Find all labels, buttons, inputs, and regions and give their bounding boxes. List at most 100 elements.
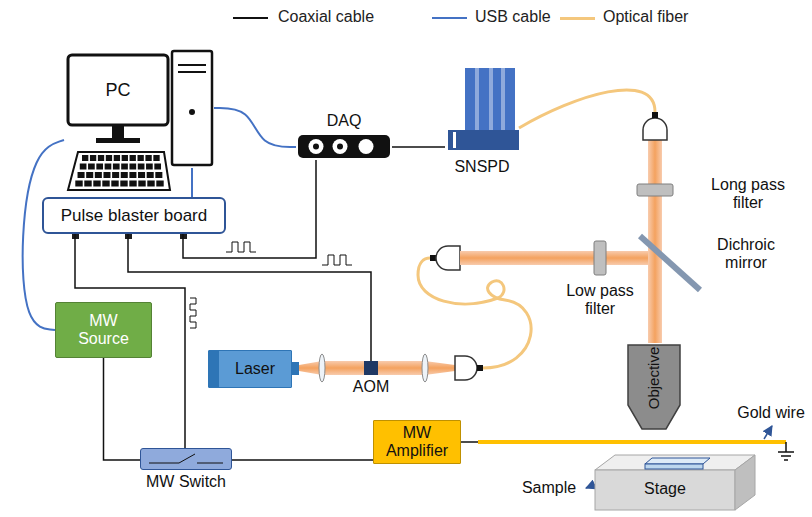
key bbox=[88, 164, 95, 170]
key bbox=[121, 172, 128, 178]
laser-beam bbox=[319, 354, 325, 382]
pulse-icon bbox=[190, 242, 352, 328]
stage-box: Stage bbox=[590, 452, 760, 514]
monitor bbox=[68, 55, 168, 125]
laser-cap bbox=[209, 351, 219, 387]
switch-unit: MW Switch bbox=[140, 448, 232, 494]
switch-symbol bbox=[141, 449, 231, 469]
key bbox=[80, 164, 87, 170]
daq-unit: DAQ bbox=[296, 110, 392, 160]
daq-port bbox=[337, 144, 343, 150]
coaxial-cable bbox=[104, 358, 141, 460]
key bbox=[75, 181, 82, 187]
switch-box bbox=[140, 448, 232, 470]
daq-port bbox=[333, 139, 348, 154]
key bbox=[154, 164, 161, 170]
key bbox=[146, 164, 153, 170]
coaxial-cable bbox=[232, 459, 373, 461]
sample bbox=[645, 464, 703, 469]
node-label: Objective bbox=[645, 347, 662, 410]
drive-slot bbox=[178, 64, 206, 66]
key bbox=[102, 181, 109, 187]
ground-symbol bbox=[778, 451, 794, 453]
node-label: DAQ bbox=[296, 112, 392, 130]
key bbox=[153, 155, 159, 161]
switch-blade bbox=[179, 454, 195, 463]
drive-slot bbox=[178, 71, 206, 73]
laser-beam bbox=[422, 354, 428, 382]
dichroic-mirror bbox=[640, 236, 700, 290]
laser-beam bbox=[292, 354, 455, 382]
cryostat-stripe bbox=[501, 68, 505, 130]
beam bbox=[648, 140, 662, 258]
node-label: Laser bbox=[235, 360, 275, 378]
detector-base bbox=[448, 130, 519, 150]
key bbox=[98, 155, 104, 161]
coaxial-cable bbox=[128, 234, 371, 361]
usb-cable bbox=[214, 108, 296, 147]
coaxial-cable bbox=[392, 146, 445, 148]
daq-port bbox=[359, 139, 374, 154]
laser-box: Laser bbox=[208, 350, 292, 388]
cryostat bbox=[465, 68, 515, 130]
pulse-icon bbox=[322, 255, 352, 265]
computer: PC bbox=[64, 50, 214, 168]
cryostat-stripe bbox=[475, 68, 479, 130]
key bbox=[86, 172, 93, 178]
pulse-icon bbox=[190, 298, 196, 328]
collimator bbox=[430, 255, 436, 261]
key bbox=[147, 172, 154, 178]
key bbox=[103, 172, 110, 178]
ground-symbol bbox=[784, 459, 788, 461]
key bbox=[106, 155, 112, 161]
key bbox=[84, 181, 91, 187]
daq-port bbox=[313, 144, 319, 150]
node-label: Pulse blaster board bbox=[61, 206, 207, 226]
legend-line-sample bbox=[233, 17, 268, 19]
key bbox=[105, 164, 112, 170]
daq-port bbox=[363, 144, 369, 150]
key bbox=[78, 172, 85, 178]
node-label: SNSPD bbox=[435, 158, 529, 176]
monitor-stand bbox=[96, 138, 140, 143]
key bbox=[122, 155, 128, 161]
node-label: MW Amplifier bbox=[379, 424, 455, 461]
node-label: Stage bbox=[595, 480, 735, 498]
key bbox=[111, 181, 118, 187]
collimator bbox=[652, 112, 658, 118]
legend-label: Optical fiber bbox=[603, 8, 688, 26]
key bbox=[137, 155, 143, 161]
aom-unit: AOM bbox=[358, 361, 384, 397]
process-box: Pulse blaster board bbox=[42, 197, 226, 234]
key bbox=[129, 181, 136, 187]
key bbox=[121, 164, 128, 170]
key bbox=[93, 181, 100, 187]
node-label: MW Source bbox=[69, 312, 139, 349]
key bbox=[90, 155, 96, 161]
keyboard bbox=[68, 152, 170, 190]
fiber-coupler bbox=[477, 365, 483, 371]
pulse-icon bbox=[226, 242, 256, 252]
key bbox=[95, 172, 102, 178]
leader-arrow bbox=[764, 426, 772, 439]
long-pass-filter bbox=[637, 184, 673, 196]
key bbox=[113, 164, 120, 170]
component-label: Low pass filter bbox=[562, 282, 638, 319]
node-label: PC bbox=[68, 55, 168, 125]
cryostat-stripe bbox=[489, 68, 493, 130]
stage-top bbox=[595, 455, 755, 470]
key bbox=[145, 155, 151, 161]
ground-symbol bbox=[785, 442, 787, 452]
component-label: Sample bbox=[514, 479, 584, 497]
detector-base bbox=[453, 132, 456, 148]
usb-cable bbox=[191, 168, 193, 197]
key bbox=[82, 155, 88, 161]
collimator bbox=[436, 246, 460, 270]
beam bbox=[648, 258, 662, 343]
key bbox=[130, 155, 136, 161]
stage-side bbox=[735, 455, 755, 510]
key bbox=[129, 172, 136, 178]
gold-wire bbox=[478, 440, 786, 444]
